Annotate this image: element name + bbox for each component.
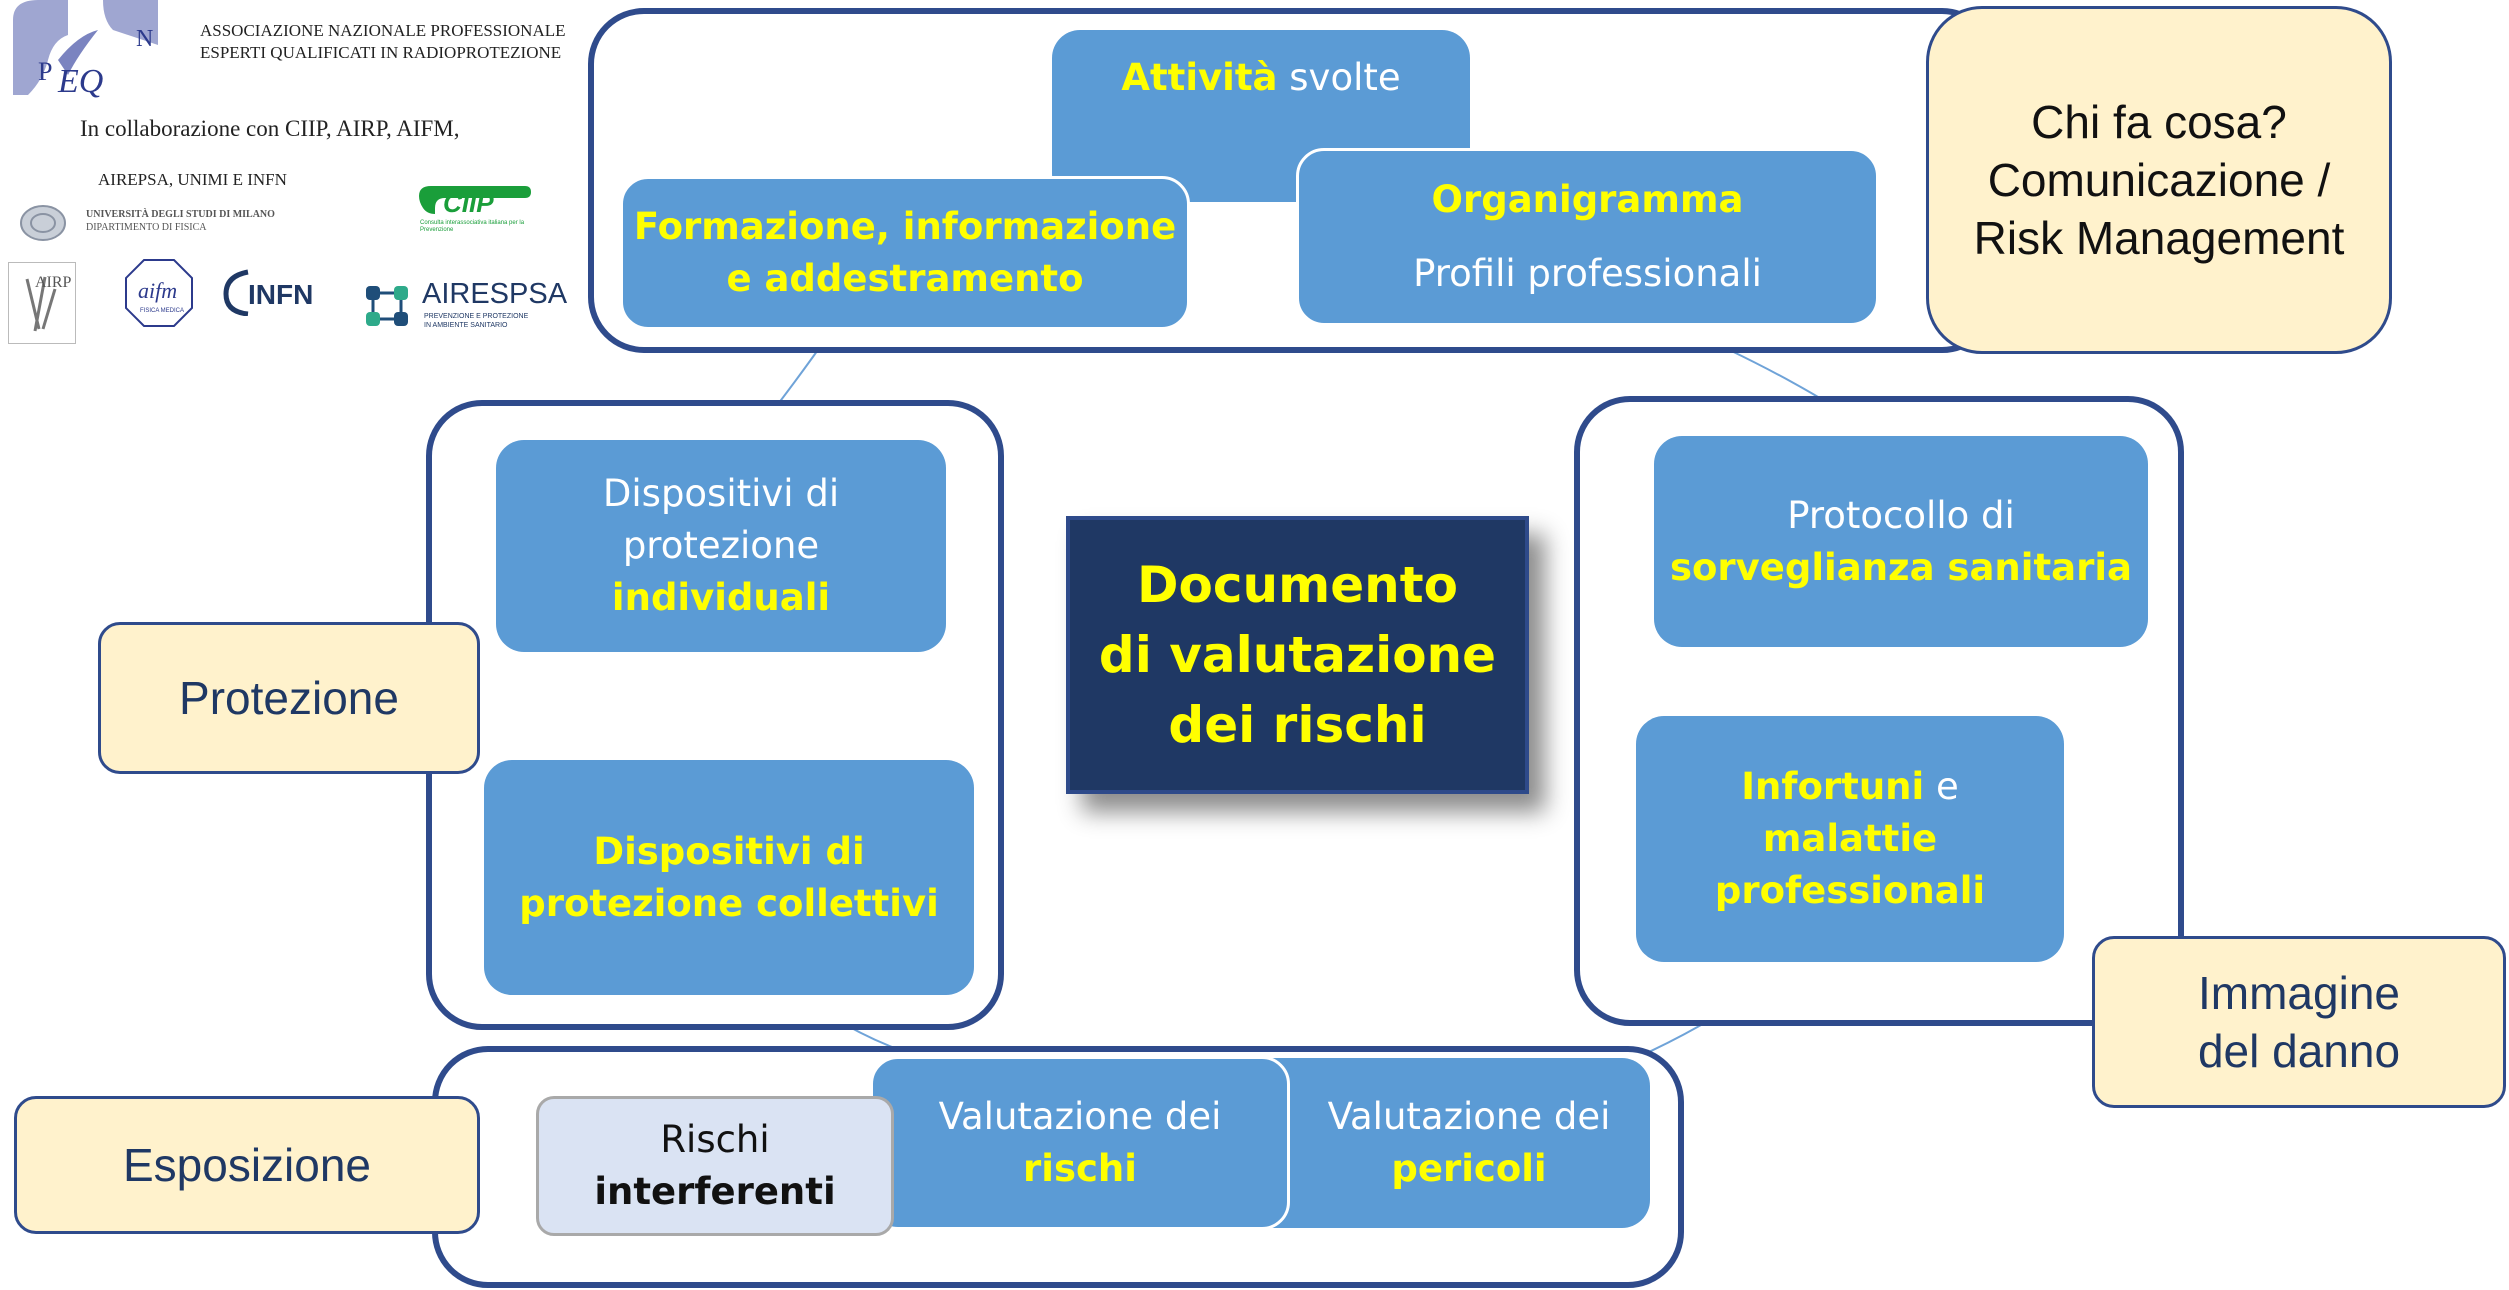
unimi-line-2: DIPARTIMENTO DI FISICA bbox=[86, 222, 207, 233]
dpi-line-2: protezione bbox=[622, 524, 820, 567]
formazione-line-1: Formazione, informazione bbox=[633, 205, 1177, 248]
unimi-seal-icon bbox=[20, 205, 66, 241]
ciip-logo: CIIP Consulta interassociativa italiana … bbox=[415, 182, 535, 237]
infortuni-rest: e bbox=[1924, 765, 1959, 808]
infortuni-line-2: malattie bbox=[1762, 817, 1938, 860]
unimi-label: UNIVERSITÀ DEGLI STUDI DI MILANO DIPARTI… bbox=[86, 208, 275, 234]
attivita-bold: Attività bbox=[1121, 56, 1278, 99]
collab-line-2: AIREPSA, UNIMI E INFN bbox=[98, 170, 287, 189]
svg-text:P: P bbox=[38, 57, 52, 86]
org-name: ASSOCIAZIONE NAZIONALE PROFESSIONALE ESP… bbox=[200, 20, 580, 64]
unimi-line-1: UNIVERSITÀ DEGLI STUDI DI MILANO bbox=[86, 209, 275, 220]
infortuni-bold: Infortuni bbox=[1741, 765, 1925, 808]
val-pericoli-line-1: Valutazione dei bbox=[1327, 1095, 1611, 1138]
center-document: Documento di valutazione dei rischi bbox=[1066, 516, 1529, 794]
label-esposizione: Esposizione bbox=[14, 1096, 480, 1234]
collab-line-1: In collaborazione con CIIP, AIRP, AIFM, bbox=[80, 116, 460, 141]
protezione-text: Protezione bbox=[179, 672, 399, 724]
svg-text:EQ: EQ bbox=[57, 63, 103, 100]
svg-text:aifm: aifm bbox=[138, 278, 177, 303]
box-dpc: Dispositivi di protezione collettivi bbox=[484, 760, 974, 995]
org-name-line-1: ASSOCIAZIONE NAZIONALE PROFESSIONALE bbox=[200, 21, 566, 40]
formazione-line-2: e addestramento bbox=[726, 257, 1084, 300]
chi-fa-cosa-line-1: Chi fa cosa? bbox=[2031, 96, 2287, 148]
airp-logo: AIRP bbox=[8, 262, 76, 344]
dpi-line-1: Dispositivi di bbox=[602, 472, 840, 515]
svg-text:CIIP: CIIP bbox=[443, 188, 494, 218]
svg-text:INFN: INFN bbox=[248, 279, 313, 310]
aifm-logo: aifm FISICA MEDICA bbox=[124, 258, 194, 328]
airespsa-logo: AIRESPSA PREVENZIONE E PROTEZIONE IN AMB… bbox=[362, 278, 577, 338]
aifm-octagon-icon: aifm FISICA MEDICA bbox=[125, 259, 193, 327]
airespsa-emblem-icon bbox=[366, 286, 408, 326]
dpi-line-3: individuali bbox=[611, 576, 831, 619]
interferenti-line-1: Rischi bbox=[660, 1118, 770, 1161]
org-name-line-2: ESPERTI QUALIFICATI IN RADIOPROTEZIONE bbox=[200, 43, 562, 62]
infn-logo-icon: INFN bbox=[223, 269, 313, 316]
val-rischi-line-1: Valutazione dei bbox=[938, 1095, 1222, 1138]
dpc-line-2: protezione collettivi bbox=[519, 881, 939, 925]
document-line-2: di valutazione bbox=[1098, 626, 1497, 684]
box-formazione: Formazione, informazione e addestramento bbox=[620, 176, 1190, 330]
box-organigramma: Organigramma Profili professionali bbox=[1296, 148, 1879, 326]
anpeq-logo-icon: P EQ N bbox=[13, 0, 158, 100]
airespsa-sub-1: PREVENZIONE E PROTEZIONE bbox=[424, 313, 529, 320]
box-protocollo: Protocollo di sorveglianza sanitaria bbox=[1654, 436, 2148, 647]
immagine-line-1: Immagine bbox=[2198, 967, 2400, 1019]
box-rischi-interferenti: Rischi interferenti bbox=[536, 1096, 894, 1236]
infortuni-line-1: Infortuni e bbox=[1741, 761, 1958, 813]
attivita-text: Attività svolte bbox=[1121, 52, 1400, 104]
immagine-line-2: del danno bbox=[2197, 1025, 2401, 1077]
attivita-rest: svolte bbox=[1277, 56, 1401, 99]
header-logos: P EQ N ASSOCIAZIONE NAZIONALE PROFESSION… bbox=[0, 0, 580, 350]
svg-text:AIRP: AIRP bbox=[35, 274, 71, 291]
label-immagine-del-danno: Immagine del danno bbox=[2092, 936, 2506, 1108]
label-protezione: Protezione bbox=[98, 622, 480, 774]
ciip-swoosh-icon: CIIP bbox=[419, 186, 531, 218]
airespsa-name: AIRESPSA bbox=[422, 278, 568, 310]
svg-text:FISICA MEDICA: FISICA MEDICA bbox=[140, 308, 184, 314]
label-chi-fa-cosa: Chi fa cosa? Comunicazione / Risk Manage… bbox=[1926, 6, 2392, 354]
document-line-3: dei rischi bbox=[1168, 696, 1427, 754]
organigramma-sub: Profili professionali bbox=[1413, 252, 1762, 295]
box-dpi: Dispositivi di protezione individuali bbox=[496, 440, 946, 652]
airespsa-sub-2: IN AMBIENTE SANITARIO bbox=[424, 322, 508, 329]
document-line-1: Documento bbox=[1137, 556, 1458, 614]
chi-fa-cosa-line-3: Risk Management bbox=[1973, 212, 2345, 264]
val-rischi-line-2: rischi bbox=[1023, 1147, 1137, 1190]
box-infortuni: Infortuni e malattie professionali bbox=[1636, 716, 2064, 962]
svg-text:N: N bbox=[136, 26, 153, 52]
protocollo-line-2: sorveglianza sanitaria bbox=[1669, 545, 2132, 589]
chi-fa-cosa-line-2: Comunicazione / bbox=[1987, 154, 2331, 206]
val-pericoli-line-2: pericoli bbox=[1391, 1147, 1547, 1190]
airp-emblem-icon: AIRP bbox=[25, 274, 71, 332]
esposizione-text: Esposizione bbox=[122, 1139, 372, 1191]
protocollo-line-1: Protocollo di bbox=[1787, 493, 2015, 537]
infortuni-line-3: professionali bbox=[1714, 869, 1986, 912]
ciip-tagline: Consulta interassociativa italiana per l… bbox=[420, 220, 525, 233]
organigramma-title: Organigramma bbox=[1431, 178, 1744, 221]
box-valutazione-pericoli: Valutazione dei pericoli bbox=[1238, 1058, 1650, 1228]
dpc-line-1: Dispositivi di bbox=[593, 829, 865, 873]
interferenti-line-2: interferenti bbox=[594, 1170, 836, 1213]
box-valutazione-rischi: Valutazione dei rischi bbox=[870, 1056, 1290, 1230]
